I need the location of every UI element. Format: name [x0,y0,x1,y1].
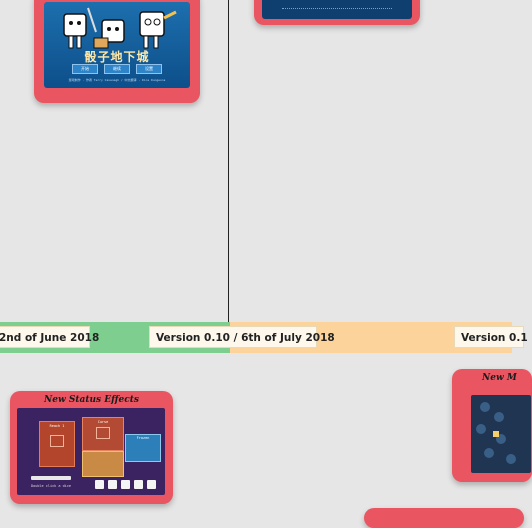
timeline-label-v010: Version 0.10 / 6th of July 2018 [149,326,335,348]
title-screen-image: 骰子地下城 开始 继续 设置 游戏制作 · 作者 Terry Cavanagh … [44,2,190,88]
top-right-card-image [262,0,412,19]
effect-panel-frozen-label: Frozen [136,436,150,440]
timeline-label-june: 2nd of June 2018 [0,326,99,348]
dice-hint: Double click a dice [31,484,72,488]
dice-icon[interactable] [95,480,104,489]
effect-panel-curse-label: Curse [97,420,109,424]
status-effects-card[interactable]: New Status Effects Reach 1 Curse Frozen … [10,391,173,504]
game-title: 骰子地下城 [84,50,150,64]
effect-panel-curse: Curse [82,417,124,451]
title-footer: 游戏制作 · 作者 Terry Cavanagh / 中文翻译 · Dice D… [68,78,166,82]
effect-panel-secondary [82,451,124,477]
menu-settings-button[interactable]: 设置 [136,64,162,74]
dice-icon[interactable] [121,480,130,489]
right-card[interactable]: New M [452,369,532,482]
timeline-label-next: Version 0.1 [454,326,528,348]
right-card-title: New M [482,373,517,383]
menu-start-button[interactable]: 开始 [72,64,98,74]
top-right-card[interactable] [254,0,420,25]
dice-icon[interactable] [147,480,156,489]
status-effects-screenshot: Reach 1 Curse Frozen Double click a dice [17,408,165,495]
right-card-screenshot [471,395,531,473]
status-effects-title: New Status Effects [44,395,139,405]
dice-icon[interactable] [134,480,143,489]
dice-characters-icon [63,7,177,49]
dice-row [95,480,156,489]
title-screen-card[interactable]: 骰子地下城 开始 继续 设置 游戏制作 · 作者 Terry Cavanagh … [34,0,200,103]
player-health-bar [31,476,71,480]
effect-panel-reach-label: Reach 1 [49,424,65,428]
timeline-guide-line [228,0,229,322]
effect-panel-frozen: Frozen [125,434,161,462]
menu-continue-button[interactable]: 继续 [104,64,130,74]
effect-panel-reach: Reach 1 [39,421,75,467]
bottom-card-edge [364,508,524,528]
dice-icon[interactable] [108,480,117,489]
